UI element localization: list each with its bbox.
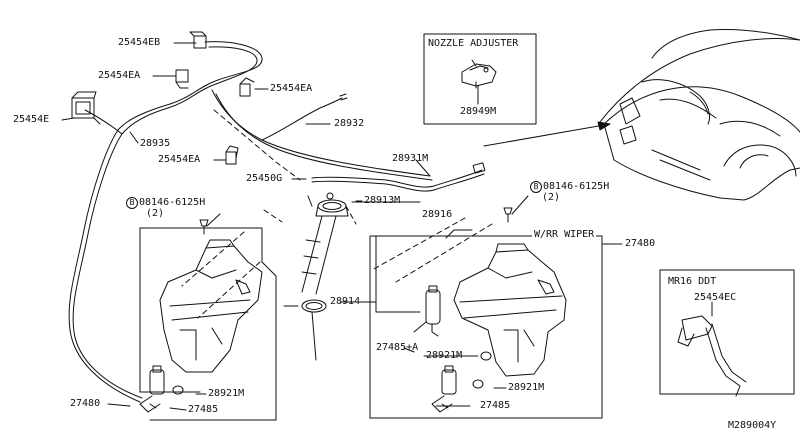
label-bolt-left-qty: (2) (146, 208, 165, 219)
right-reservoir-tank (453, 243, 567, 377)
dashed-leaders (181, 109, 493, 319)
right-washer-pump (431, 351, 492, 413)
right-bolt (503, 195, 529, 223)
label-28932: 28932 (334, 118, 365, 129)
left-washer-pump (139, 365, 184, 413)
label-25450G: 25450G (246, 173, 283, 184)
bolt-right-partno: 08146-6125H (543, 181, 610, 192)
bolt-symbol-right: B (530, 181, 542, 193)
left-bolt (199, 213, 221, 235)
nozzle-adjuster-title: NOZZLE ADJUSTER (428, 38, 519, 49)
label-28913M: 28913M (364, 195, 401, 206)
label-28921M-r1: 28921M (426, 350, 463, 361)
label-28949M: 28949M (460, 106, 497, 117)
bolt-symbol-left: B (126, 197, 138, 209)
filler-neck-28913M (301, 192, 349, 361)
label-28921M-r2: 28921M (508, 382, 545, 393)
label-27480-left: 27480 (70, 398, 101, 409)
washer-hose-harness (68, 31, 433, 403)
rear-washer-pump (413, 285, 441, 337)
label-25454EB: 25454EB (118, 37, 161, 48)
right-tank-box (369, 229, 603, 419)
rr-wiper-title: W/RR WIPER (532, 229, 597, 240)
bolt-left-partno: 08146-6125H (139, 197, 206, 208)
washer-hose-28931M (311, 162, 486, 192)
mr16-ddt-box (659, 269, 795, 397)
nozzle-adjuster-box (423, 33, 537, 125)
label-28916: 28916 (422, 209, 453, 220)
label-27485-right: 27485 (480, 400, 511, 411)
label-25454E: 25454E (13, 114, 50, 125)
label-28914: 28914 (330, 296, 361, 307)
diagram-code: M289004Y (728, 420, 777, 431)
label-leaders (61, 42, 623, 411)
label-28935: 28935 (140, 138, 171, 149)
location-arrow (483, 121, 611, 147)
label-25454EC: 25454EC (694, 292, 737, 303)
car-front-illustration (599, 29, 800, 201)
label-25454EA-right: 25454EA (270, 83, 313, 94)
left-reservoir-tank (159, 239, 263, 373)
label-25454EA-top: 25454EA (98, 70, 141, 81)
label-28931M: 28931M (392, 153, 429, 164)
mr16-ddt-title: MR16 DDT (668, 276, 717, 287)
label-27485-left: 27485 (188, 404, 219, 415)
label-25454EA-mid: 25454EA (158, 154, 201, 165)
label-27480-right: 27480 (625, 238, 656, 249)
label-27485A: 27485+A (376, 342, 419, 353)
label-28921M-left: 28921M (208, 388, 245, 399)
label-bolt-right-qty: (2) (542, 192, 561, 203)
